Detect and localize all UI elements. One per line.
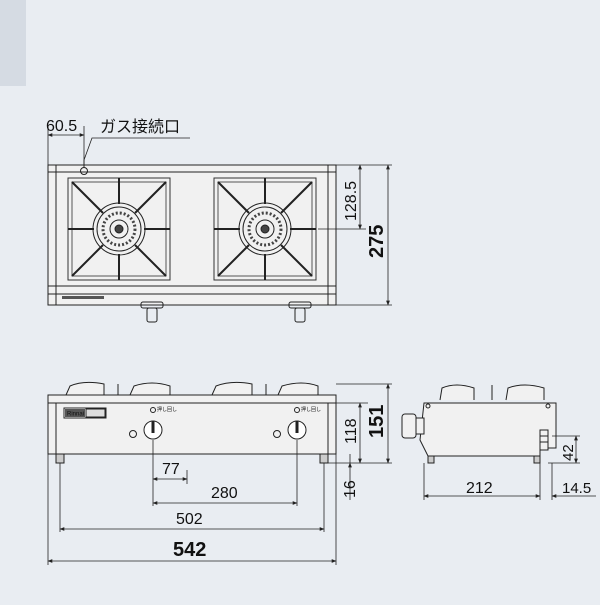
knob-label-left: 押し回し — [157, 406, 177, 413]
dim-burner-center-depth: 128.5 — [343, 181, 360, 221]
gas-connection-top — [80, 160, 88, 175]
dim-body-height: 118 — [343, 418, 360, 444]
knob-top-left — [140, 301, 164, 323]
knob-front-left — [129, 407, 163, 440]
dim-total-depth: 275 — [366, 225, 388, 258]
burner-left — [67, 177, 171, 281]
dim-gas-offset: 60.5 — [46, 118, 77, 135]
dim-side-gas-height: 42 — [560, 444, 577, 461]
top-view — [47, 160, 337, 323]
knob-front-right — [273, 407, 307, 440]
side-view — [401, 384, 557, 464]
dim-side-gas-offset: 14.5 — [562, 480, 591, 497]
dim-side-depth: 212 — [466, 480, 493, 497]
dim-knob-pitch: 280 — [211, 485, 238, 502]
dim-total-height: 151 — [366, 405, 388, 438]
burner-right — [213, 177, 317, 281]
dim-knob-offset: 77 — [162, 461, 180, 478]
corner-block — [0, 0, 26, 86]
dim-foot-height: 16 — [342, 480, 359, 498]
brand-label: Rinnai — [67, 412, 84, 418]
dim-total-width: 542 — [173, 539, 206, 561]
knob-top-right — [288, 301, 312, 323]
dim-feet-span: 502 — [176, 511, 203, 528]
knob-label-right: 押し回し — [301, 406, 321, 413]
front-view — [47, 381, 337, 464]
gas-connection-label: ガス接続口 — [100, 118, 180, 136]
